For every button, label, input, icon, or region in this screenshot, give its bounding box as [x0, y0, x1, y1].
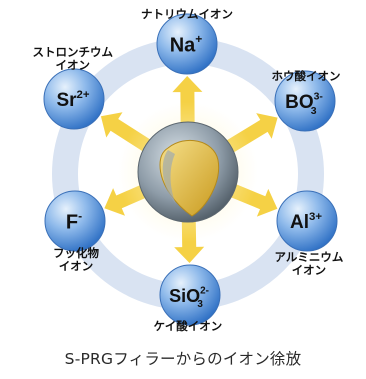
ion-name-line: フッ化物 [53, 246, 99, 260]
ion-name-line: イオン [291, 263, 327, 277]
ion-name-line: イオン [55, 58, 91, 72]
ion-name-al: アルミニウムイオン [275, 251, 344, 277]
ion-name-line: アルミニウム [274, 250, 344, 264]
ion-formula-na: Na+ [170, 32, 203, 56]
ion-bubble-na: Na+ [156, 13, 218, 75]
ion-formula-f: F- [66, 209, 82, 233]
ion-name-line: ストロンチウム [32, 45, 114, 59]
ion-bubble-f: F- [44, 190, 106, 252]
ion-bubble-bo3: BO3-3 [274, 70, 336, 132]
ion-name-line: ナトリウムイオン [141, 7, 233, 21]
ion-name-sr: ストロンチウムイオン [33, 46, 114, 72]
filler-core-left [162, 150, 176, 204]
filler-core [159, 139, 220, 217]
ion-name-f: フッ化物イオン [53, 247, 99, 273]
ion-bubble-sr: Sr2+ [43, 68, 105, 130]
ion-formula-al: Al3+ [290, 211, 322, 233]
ion-name-bo3: ホウ酸イオン [272, 70, 341, 83]
ion-name-line: ケイ酸イオン [153, 319, 223, 333]
ion-bubble-al: Al3+ [276, 190, 338, 252]
ion-formula-sr: Sr2+ [56, 89, 89, 111]
ion-formula-bo3: BO3-3 [285, 92, 323, 117]
ion-name-sio3: ケイ酸イオン [154, 320, 223, 333]
ion-formula-sio3: SiO2-3 [169, 286, 209, 311]
ion-name-line: ホウ酸イオン [271, 69, 341, 83]
ion-name-na: ナトリウムイオン [141, 8, 233, 21]
diagram-caption: S-PRGフィラーからのイオン徐放 [64, 350, 302, 368]
ion-name-line: イオン [58, 259, 94, 273]
ion-bubble-sio3: SiO2-3 [159, 264, 221, 326]
